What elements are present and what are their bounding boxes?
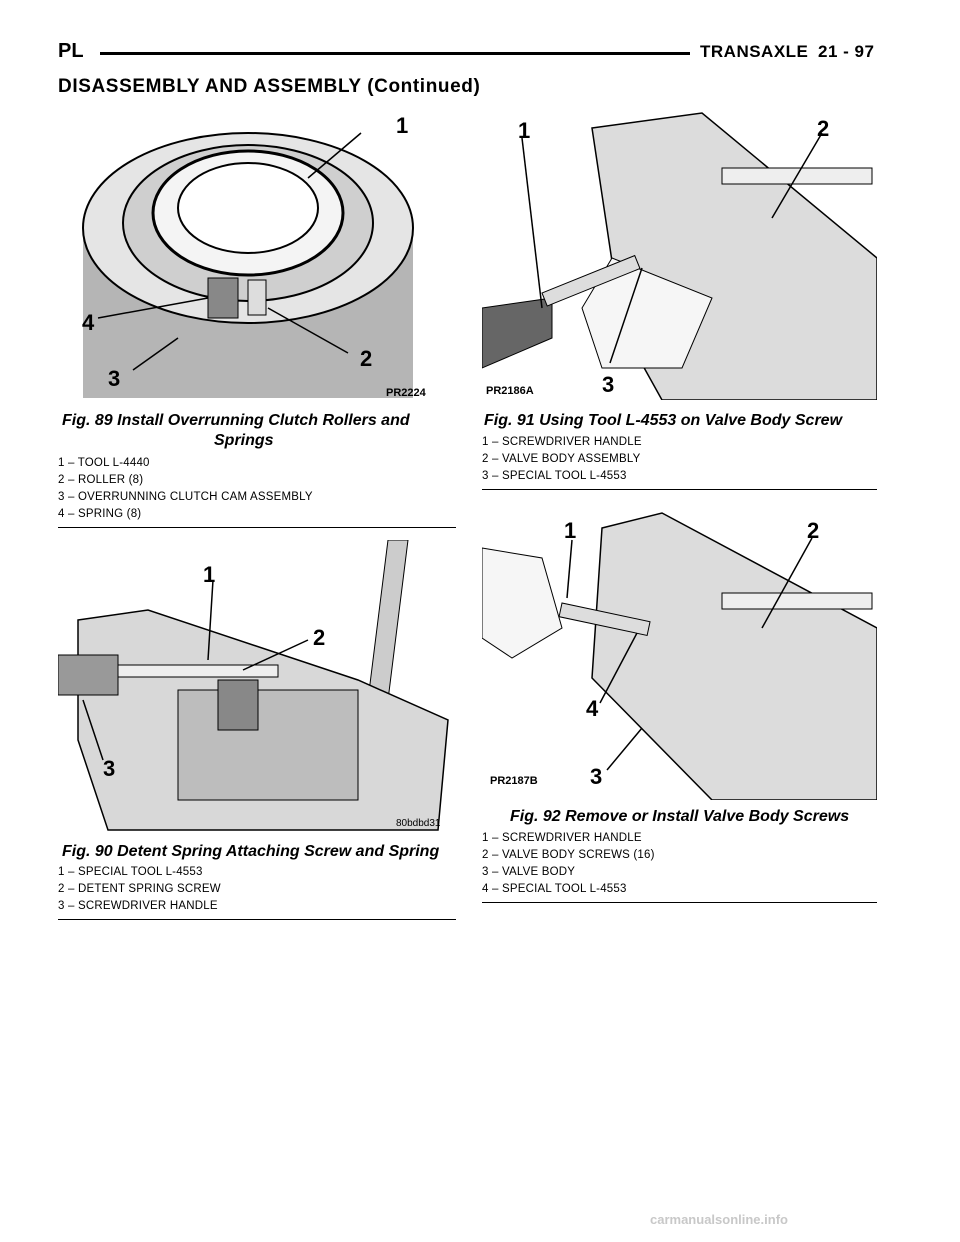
header-rule [100, 52, 690, 55]
header-chapter: TRANSAXLE [700, 42, 809, 61]
fig90-callout-2: 2 [313, 625, 325, 650]
fig91-divider [482, 489, 877, 490]
fig91-callout-2: 2 [817, 116, 829, 141]
fig90-title: Fig. 90 Detent Spring Attaching Screw an… [62, 843, 440, 860]
fig92-legend-3: 3 – VALVE BODY [482, 866, 576, 878]
fig91-legend-3: 3 – SPECIAL TOOL L-4553 [482, 470, 627, 482]
fig90-callout-3: 3 [103, 756, 115, 781]
fig91-title: Fig. 91 Using Tool L-4553 on Valve Body … [484, 412, 843, 429]
fig90-legend-2: 2 – DETENT SPRING SCREW [58, 883, 221, 895]
section-title: DISASSEMBLY AND ASSEMBLY (Continued) [58, 76, 481, 97]
fig92-legend-1: 1 – SCREWDRIVER HANDLE [482, 832, 642, 844]
fig89-callout-2: 2 [360, 346, 372, 371]
header-page-number: 21 - 97 [818, 42, 875, 61]
fig90-legend-3: 3 – SCREWDRIVER HANDLE [58, 900, 218, 912]
footer-watermark: carmanualsonline.info [650, 1212, 788, 1227]
fig89-callout-3: 3 [108, 366, 120, 391]
fig89-legend-2: 2 – ROLLER (8) [58, 474, 144, 486]
fig90-illustration: 1 2 3 80bdbd31 [58, 540, 456, 832]
fig91-illustration: 1 2 3 PR2186A [482, 108, 877, 400]
fig89-code: PR2224 [386, 387, 427, 399]
fig91-legend-2: 2 – VALVE BODY ASSEMBLY [482, 453, 641, 465]
fig91-code: PR2186A [486, 385, 534, 397]
fig90-legend-1: 1 – SPECIAL TOOL L-4553 [58, 866, 203, 878]
fig89-legend-4: 4 – SPRING (8) [58, 508, 142, 520]
fig89-title-line2: Springs [214, 432, 274, 449]
fig92-code: PR2187B [490, 775, 538, 787]
fig89-title-line1: Fig. 89 Install Overrunning Clutch Rolle… [62, 412, 410, 429]
header-section-code: PL [58, 40, 84, 62]
fig92-callout-1: 1 [564, 518, 576, 543]
fig89-callout-1: 1 [396, 113, 408, 138]
fig92-legend-2: 2 – VALVE BODY SCREWS (16) [482, 849, 655, 861]
fig92-divider [482, 902, 877, 903]
fig92-callout-2: 2 [807, 518, 819, 543]
fig89-legend-1: 1 – TOOL L-4440 [58, 457, 150, 469]
fig91-callout-1: 1 [518, 118, 530, 143]
fig89-callout-4: 4 [82, 310, 95, 335]
fig92-callout-4: 4 [586, 696, 599, 721]
fig90-divider [58, 919, 456, 920]
fig92-illustration: 1 2 3 4 PR2187B [482, 508, 877, 800]
fig91-callout-3: 3 [602, 372, 614, 397]
fig90-callout-1: 1 [203, 562, 215, 587]
fig92-title: Fig. 92 Remove or Install Valve Body Scr… [510, 808, 850, 825]
fig89-illustration: 1 2 3 4 PR2224 [58, 108, 456, 400]
fig89-divider [58, 527, 456, 528]
fig90-code: 80bdbd31 [396, 818, 441, 829]
fig92-legend-4: 4 – SPECIAL TOOL L-4553 [482, 883, 627, 895]
fig92-callout-3: 3 [590, 764, 602, 789]
fig91-legend-1: 1 – SCREWDRIVER HANDLE [482, 436, 642, 448]
fig89-legend-3: 3 – OVERRUNNING CLUTCH CAM ASSEMBLY [58, 491, 313, 503]
